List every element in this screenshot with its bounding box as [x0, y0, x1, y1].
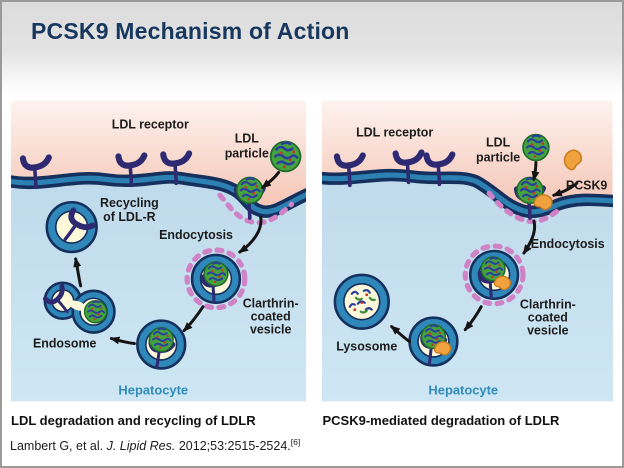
endosome-icon [45, 281, 116, 334]
ldl-particle-icon [269, 140, 302, 173]
label-clathrin-vesicle: vesicle [250, 323, 292, 337]
arrow-icon [522, 219, 537, 255]
clathrin-coated-vesicle-icon [184, 247, 248, 311]
clathrin-pit-coat [217, 192, 295, 226]
label-clathrin-vesicle: coated [251, 310, 291, 324]
arrow-icon [238, 215, 263, 254]
recycling-vesicle-icon [45, 200, 98, 254]
ldl-particle-icon [522, 133, 551, 162]
label-ldl-receptor: LDL receptor [112, 118, 189, 132]
reference-authors: Lambert G, et al. [10, 439, 107, 454]
arrow-icon [109, 336, 136, 346]
label-hepatocyte: Hepatocyte [429, 382, 499, 397]
label-ldl-particle: particle [476, 150, 520, 164]
arrow-icon [261, 170, 281, 189]
transport-vesicle-icon [136, 319, 187, 370]
label-ldl-particle: LDL [487, 136, 512, 150]
transport-vesicle-icon [408, 316, 460, 366]
label-endocytosis: Endocytosis [531, 237, 605, 251]
cell-membrane [11, 171, 307, 218]
label-ldl-receptor: LDL receptor [357, 126, 434, 140]
reference-journal: J. Lipid Res. [106, 439, 176, 454]
reference-citation: Lambert G, et al. J. Lipid Res. 2012;53:… [2, 437, 622, 453]
arrow-icon [552, 181, 579, 197]
left-panel-caption: LDL degradation and recycling of LDLR [11, 413, 256, 428]
clathrin-pit-coat [487, 190, 564, 225]
label-lysosome: Lysosome [337, 339, 398, 353]
label-clathrin-vesicle: vesicle [528, 324, 570, 338]
reference-superscript: [6] [290, 437, 301, 447]
label-endocytosis: Endocytosis [159, 228, 233, 242]
label-clathrin-vesicle: Clarthrin- [243, 297, 299, 311]
right-panel-caption: PCSK9-mediated degradation of LDLR [322, 413, 560, 428]
arrow-icon [73, 257, 83, 288]
panel-captions: LDL degradation and recycling of LDLR PC… [2, 413, 622, 428]
arrow-icon [182, 305, 205, 333]
label-hepatocyte: Hepatocyte [118, 382, 188, 397]
label-clathrin-vesicle: Clarthrin- [520, 298, 576, 312]
page-title: PCSK9 Mechanism of Action [31, 18, 350, 44]
label-clathrin-vesicle: coated [528, 311, 568, 325]
slide-header: PCSK9 Mechanism of Action [2, 2, 622, 98]
right-panel-diagram: LDL receptor LDL particle PCSK9 Endocyto… [322, 100, 613, 402]
left-panel-diagram: LDL receptor LDL particle Recycling of L… [11, 100, 307, 402]
cell-membrane [322, 168, 613, 219]
clathrin-coated-vesicle-icon [463, 243, 527, 307]
label-ldl-particle: LDL [235, 132, 260, 146]
label-recycling: of LDL-R [103, 210, 155, 224]
lysosome-icon [334, 273, 391, 330]
label-recycling: Recycling [100, 196, 159, 210]
arrow-icon [390, 325, 412, 344]
arrow-icon [532, 160, 540, 182]
label-ldl-particle: particle [225, 146, 269, 160]
arrow-icon [464, 305, 484, 332]
label-endosome: Endosome [33, 337, 97, 351]
diagram-panels: LDL receptor LDL particle Recycling of L… [2, 98, 622, 402]
reference-details: 2012;53:2515-2524. [175, 439, 291, 454]
label-pcsk9: PCSK9 [566, 178, 608, 192]
